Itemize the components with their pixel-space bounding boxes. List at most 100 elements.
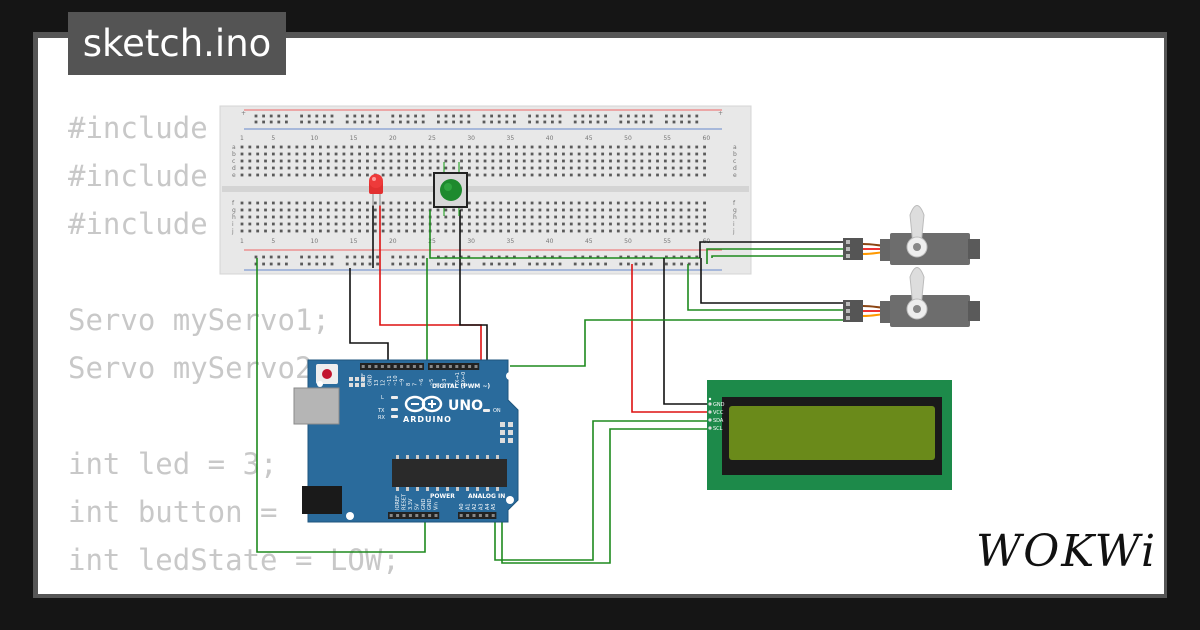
breadboard-hole	[507, 145, 510, 149]
header-pin[interactable]	[380, 365, 384, 368]
lcd-pin[interactable]	[708, 426, 712, 430]
breadboard-hole	[342, 222, 346, 226]
breadboard-hole	[381, 201, 385, 205]
breadboard-hole	[640, 152, 644, 156]
header-pin[interactable]	[415, 514, 419, 517]
header-pin[interactable]	[406, 365, 410, 368]
header-pin[interactable]	[468, 365, 472, 368]
breadboard-hole	[358, 145, 361, 149]
breadboard-hole	[634, 120, 638, 124]
header-pin[interactable]	[389, 514, 393, 517]
header-pin[interactable]	[461, 365, 465, 368]
breadboard-hole	[277, 120, 281, 124]
breadboard-hole	[616, 152, 620, 156]
header-pin[interactable]	[436, 365, 440, 368]
header-pin[interactable]	[448, 365, 452, 368]
header-pin[interactable]	[466, 514, 470, 517]
breadboard-column-number: 10	[311, 135, 319, 142]
header-pin[interactable]	[396, 514, 400, 517]
led-l-label: L	[381, 395, 384, 401]
breadboard-hole	[593, 173, 597, 177]
breadboard-hole	[482, 262, 486, 266]
breadboard-hole	[342, 152, 346, 156]
header-pin[interactable]	[434, 514, 438, 517]
header-pin[interactable]	[421, 514, 425, 517]
breadboard-hole	[601, 208, 605, 212]
breadboard-hole	[460, 208, 463, 212]
red-led[interactable]	[369, 174, 383, 206]
lcd-pin[interactable]	[708, 402, 712, 406]
header-pin[interactable]	[387, 365, 391, 368]
breadboard-hole	[295, 229, 299, 233]
breadboard-hole	[295, 173, 299, 177]
breadboard-hole	[307, 114, 311, 118]
breadboard-hole	[624, 201, 628, 205]
header-pin[interactable]	[459, 514, 463, 517]
breadboard-hole	[703, 208, 706, 212]
header-pin[interactable]	[428, 514, 432, 517]
header-pin[interactable]	[442, 365, 446, 368]
breadboard-hole	[627, 255, 630, 259]
header-pin[interactable]	[361, 365, 365, 368]
breadboard-hole	[342, 173, 346, 177]
breadboard-hole	[585, 159, 589, 163]
breadboard-hole	[358, 208, 361, 212]
header-pin[interactable]	[474, 365, 478, 368]
servo-motor-1[interactable]	[843, 205, 980, 266]
breadboard-hole	[405, 222, 409, 226]
breadboard-hole	[703, 152, 706, 156]
breadboard-hole	[300, 262, 303, 266]
lcd-pin[interactable]	[708, 418, 712, 422]
breadboard-hole	[581, 262, 585, 266]
status-leds: L TX RX ON	[377, 395, 501, 421]
breadboard-hole	[295, 159, 299, 163]
header-pin[interactable]	[455, 365, 459, 368]
header-pin[interactable]	[419, 365, 423, 368]
breadboard-hole	[381, 208, 385, 212]
lcd-pin[interactable]	[708, 410, 712, 414]
breadboard-hole	[649, 114, 653, 118]
breadboard-hole	[300, 255, 303, 259]
breadboard-hole	[467, 215, 471, 219]
header-pin[interactable]	[374, 365, 378, 368]
breadboard-hole	[436, 166, 440, 170]
header-pin[interactable]	[368, 365, 372, 368]
breadboard-hole	[342, 215, 346, 219]
breadboard-hole	[323, 262, 326, 266]
breadboard-hole	[695, 173, 699, 177]
breadboard-hole	[483, 145, 487, 149]
breadboard-hole	[271, 215, 275, 219]
green-pushbutton[interactable]	[433, 162, 468, 216]
breadboard-hole	[389, 201, 393, 205]
breadboard-hole	[616, 201, 620, 205]
breadboard-hole	[397, 145, 401, 149]
header-pin[interactable]	[408, 514, 412, 517]
breadboard-hole	[649, 255, 653, 259]
header-pin[interactable]	[393, 365, 397, 368]
breadboard-hole	[285, 114, 288, 118]
header-pin[interactable]	[485, 514, 489, 517]
breadboard-hole	[585, 222, 589, 226]
header-pin[interactable]	[491, 514, 495, 517]
breadboard-hole	[413, 159, 416, 163]
project-title[interactable]: sketch.ino	[68, 12, 286, 75]
header-pin[interactable]	[402, 514, 406, 517]
breadboard-hole	[558, 262, 562, 266]
breadboard-hole	[420, 166, 424, 170]
servo-motor-2[interactable]	[843, 267, 980, 328]
header-pin[interactable]	[400, 365, 404, 368]
header-pin[interactable]	[429, 365, 433, 368]
breadboard-hole	[507, 229, 510, 233]
header-pin[interactable]	[478, 514, 482, 517]
breadboard-hole	[648, 215, 652, 219]
breadboard-hole	[491, 201, 495, 205]
breadboard-hole	[307, 120, 311, 124]
breadboard-hole	[467, 255, 471, 259]
breadboard-hole	[436, 208, 440, 212]
header-pin[interactable]	[472, 514, 476, 517]
header-pin[interactable]	[412, 365, 416, 368]
breadboard-hole	[601, 229, 605, 233]
